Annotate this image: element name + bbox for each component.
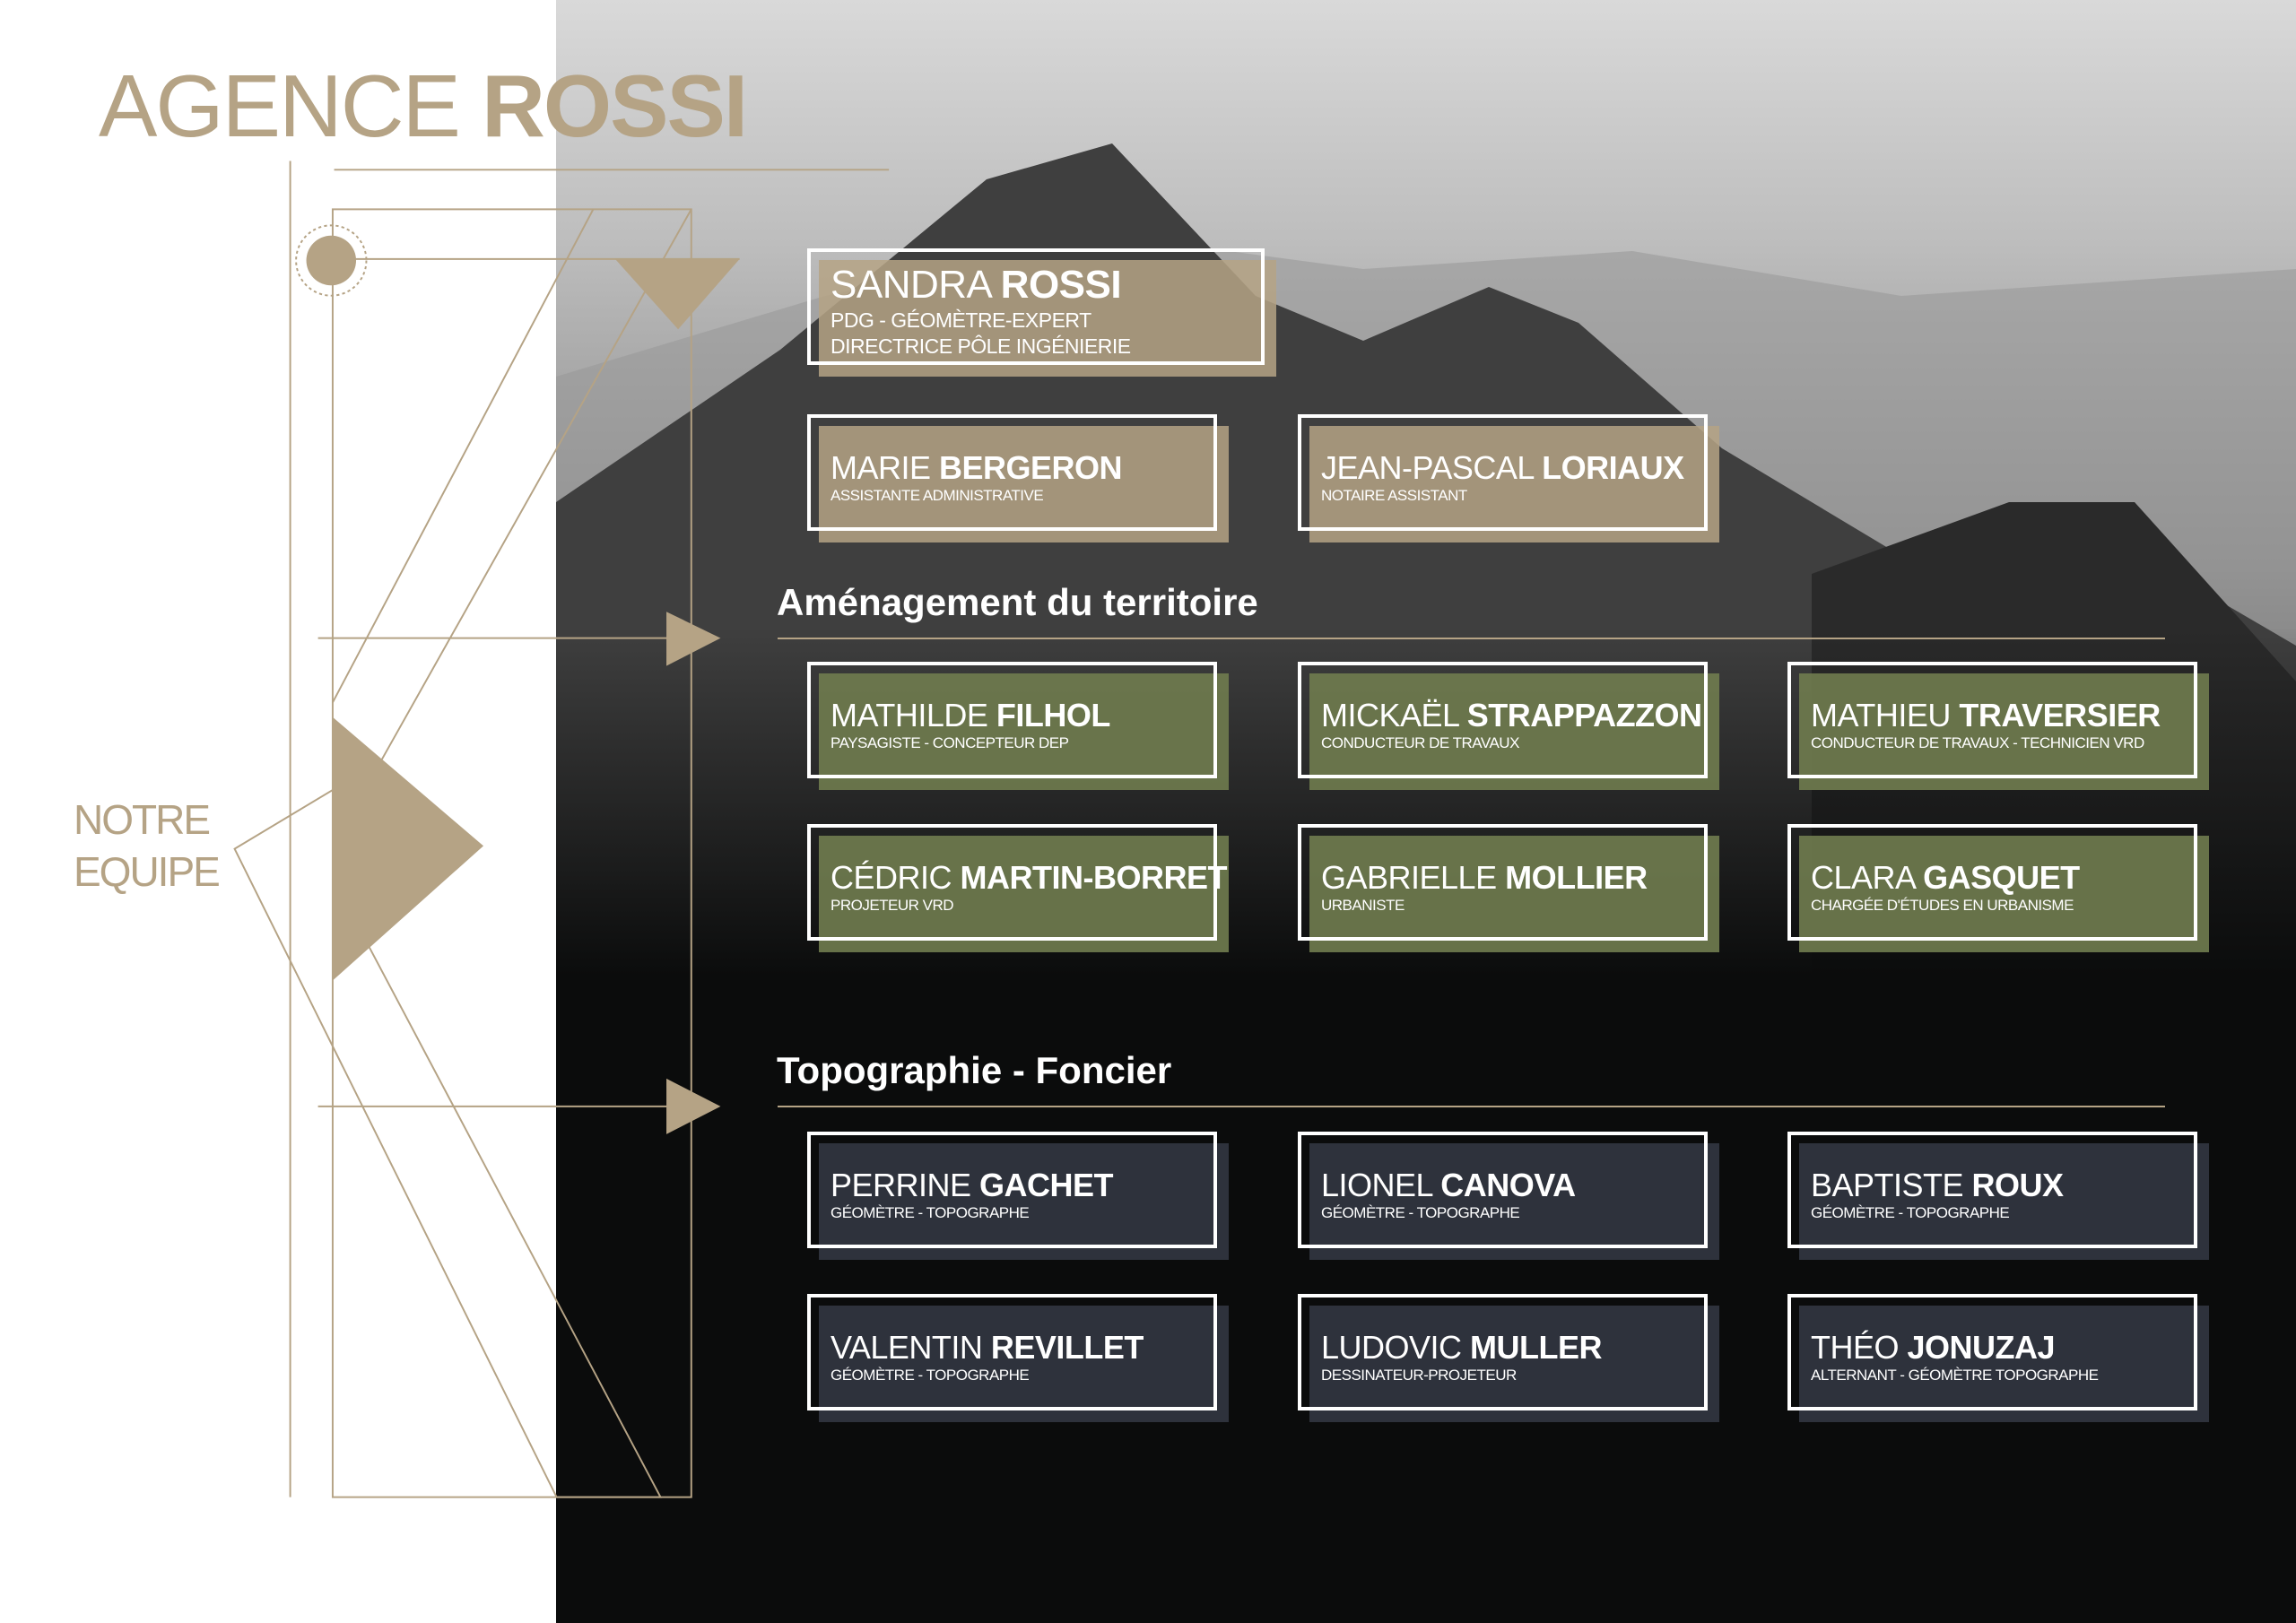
member-name: MICKAËL STRAPPAZZON — [1321, 697, 1702, 733]
agency-title: AGENCE ROSSI — [99, 56, 748, 155]
member-name: GABRIELLE MOLLIER — [1321, 859, 1648, 896]
card-frame — [807, 662, 1217, 778]
member-role: PAYSAGISTE - CONCEPTEUR DEP — [831, 734, 1069, 751]
member-role: CHARGÉE D'ÉTUDES EN URBANISME — [1811, 897, 2074, 914]
member-name: VALENTIN REVILLET — [831, 1329, 1144, 1366]
member-name: LIONEL CANOVA — [1321, 1167, 1576, 1203]
card-frame — [1787, 662, 2197, 778]
member-name: MATHILDE FILHOL — [831, 697, 1110, 733]
card-background — [1799, 1306, 2209, 1422]
card-background — [1309, 673, 1719, 790]
member-name: CLARA GASQUET — [1811, 859, 2080, 896]
card-background — [819, 1306, 1229, 1422]
card-background — [1799, 673, 2209, 790]
big-right-triangle-icon — [332, 716, 484, 981]
card-background — [819, 673, 1229, 790]
card-frame — [1298, 1294, 1708, 1410]
member-name: THÉO JONUZAJ — [1811, 1329, 2056, 1366]
card-frame — [1298, 1132, 1708, 1248]
member-role: GÉOMÈTRE - TOPOGRAPHE — [831, 1367, 1030, 1384]
card-frame — [1787, 824, 2197, 941]
card-background — [1309, 1306, 1719, 1422]
card-background — [819, 1143, 1229, 1260]
member-name: PERRINE GACHET — [831, 1167, 1114, 1203]
member-role: ALTERNANT - GÉOMÈTRE TOPOGRAPHE — [1811, 1367, 2099, 1384]
member-name: BAPTISTE ROUX — [1811, 1167, 2064, 1203]
card-frame — [807, 1294, 1217, 1410]
card-frame — [1787, 1132, 2197, 1248]
card-background — [1309, 836, 1719, 952]
card-background — [1799, 1143, 2209, 1260]
card-background — [819, 836, 1229, 952]
member-role: CONDUCTEUR DE TRAVAUX — [1321, 734, 1519, 751]
member-role: DESSINATEUR-PROJETEUR — [1321, 1367, 1517, 1384]
card-background — [1309, 1143, 1719, 1260]
member-role: GÉOMÈTRE - TOPOGRAPHE — [831, 1204, 1030, 1221]
card-background — [1799, 836, 2209, 952]
section-title-amenagement: Aménagement du territoire — [777, 581, 1258, 623]
member-name: LUDOVIC MULLER — [1321, 1329, 1603, 1366]
member-name: MATHIEU TRAVERSIER — [1811, 697, 2161, 733]
card-frame — [807, 1132, 1217, 1248]
card-frame — [1787, 1294, 2197, 1410]
member-role: GÉOMÈTRE - TOPOGRAPHE — [1811, 1204, 2010, 1221]
section-title-topographie: Topographie - Foncier — [777, 1049, 1172, 1091]
member-role: CONDUCTEUR DE TRAVAUX - TECHNICIEN VRD — [1811, 734, 2144, 751]
card-frame — [1298, 662, 1708, 778]
section-divider — [778, 638, 2165, 639]
dark-fade — [556, 628, 2296, 1623]
section-divider — [778, 1106, 2165, 1107]
member-role: GÉOMÈTRE - TOPOGRAPHE — [1321, 1204, 1520, 1221]
gold-dot — [306, 235, 357, 286]
card-frame — [807, 824, 1217, 941]
member-role: URBANISTE — [1321, 897, 1405, 914]
card-frame — [1298, 824, 1708, 941]
member-role: PROJETEUR VRD — [831, 897, 954, 914]
member-name: CÉDRIC MARTIN-BORRET — [831, 859, 1227, 896]
